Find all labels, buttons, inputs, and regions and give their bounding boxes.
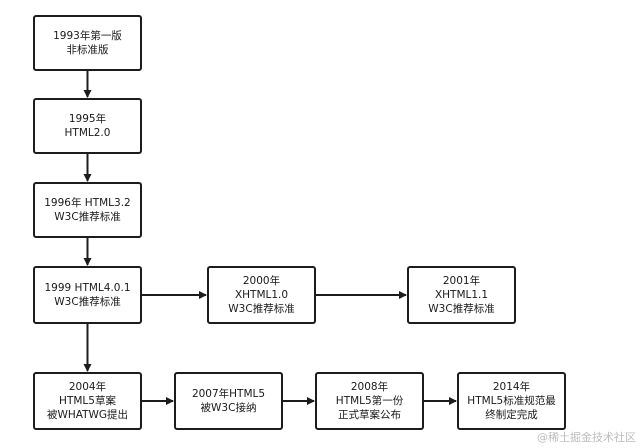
node-line: W3C推荐标准 <box>54 211 121 223</box>
node-1996-html32: 1996年 HTML3.2 W3C推荐标准 <box>33 182 142 238</box>
node-line: 2008年 <box>350 381 389 393</box>
node-line: W3C推荐标准 <box>228 303 295 315</box>
node-line: 1993年第一版 <box>53 30 122 42</box>
node-line: 终制定完成 <box>485 409 538 421</box>
node-1993-first-version: 1993年第一版 非标准版 <box>33 15 142 71</box>
node-line: 2000年 <box>242 275 281 287</box>
node-2001-xhtml11: 2001年 XHTML1.1 W3C推荐标准 <box>407 266 516 324</box>
node-line: HTML2.0 <box>64 127 111 139</box>
node-line: 1999 HTML4.0.1 <box>44 282 131 294</box>
node-line: 非标准版 <box>66 44 109 56</box>
node-2007-html5-adopted: 2007年HTML5 被W3C接纳 <box>174 372 283 430</box>
node-2008-html5-first-draft: 2008年 HTML5第一份 正式草案公布 <box>315 372 424 430</box>
watermark-text: @稀土掘金技术社区 <box>537 431 636 444</box>
node-line: W3C推荐标准 <box>54 296 121 308</box>
node-line: HTML5标准规范最 <box>467 395 556 407</box>
node-line: 1995年 <box>68 113 107 125</box>
node-line: 2001年 <box>442 275 481 287</box>
node-line: HTML5第一份 <box>335 395 404 407</box>
node-line: 2014年 <box>492 381 531 393</box>
node-1999-html401: 1999 HTML4.0.1 W3C推荐标准 <box>33 266 142 324</box>
node-line: XHTML1.0 <box>234 289 289 301</box>
node-2000-xhtml10: 2000年 XHTML1.0 W3C推荐标准 <box>207 266 316 324</box>
node-2004-html5-draft: 2004年 HTML5草案 被WHATWG提出 <box>33 372 142 430</box>
node-line: 2004年 <box>68 381 107 393</box>
node-line: 1996年 HTML3.2 <box>44 197 131 209</box>
node-1995-html2: 1995年 HTML2.0 <box>33 98 142 154</box>
node-line: 被W3C接纳 <box>200 402 257 414</box>
node-line: 正式草案公布 <box>338 409 401 421</box>
node-line: XHTML1.1 <box>434 289 489 301</box>
node-line: HTML5草案 <box>59 395 116 407</box>
node-line: W3C推荐标准 <box>428 303 495 315</box>
node-2014-html5-final: 2014年 HTML5标准规范最 终制定完成 <box>457 372 566 430</box>
node-line: 被WHATWG提出 <box>46 409 129 421</box>
node-line: 2007年HTML5 <box>191 388 266 400</box>
